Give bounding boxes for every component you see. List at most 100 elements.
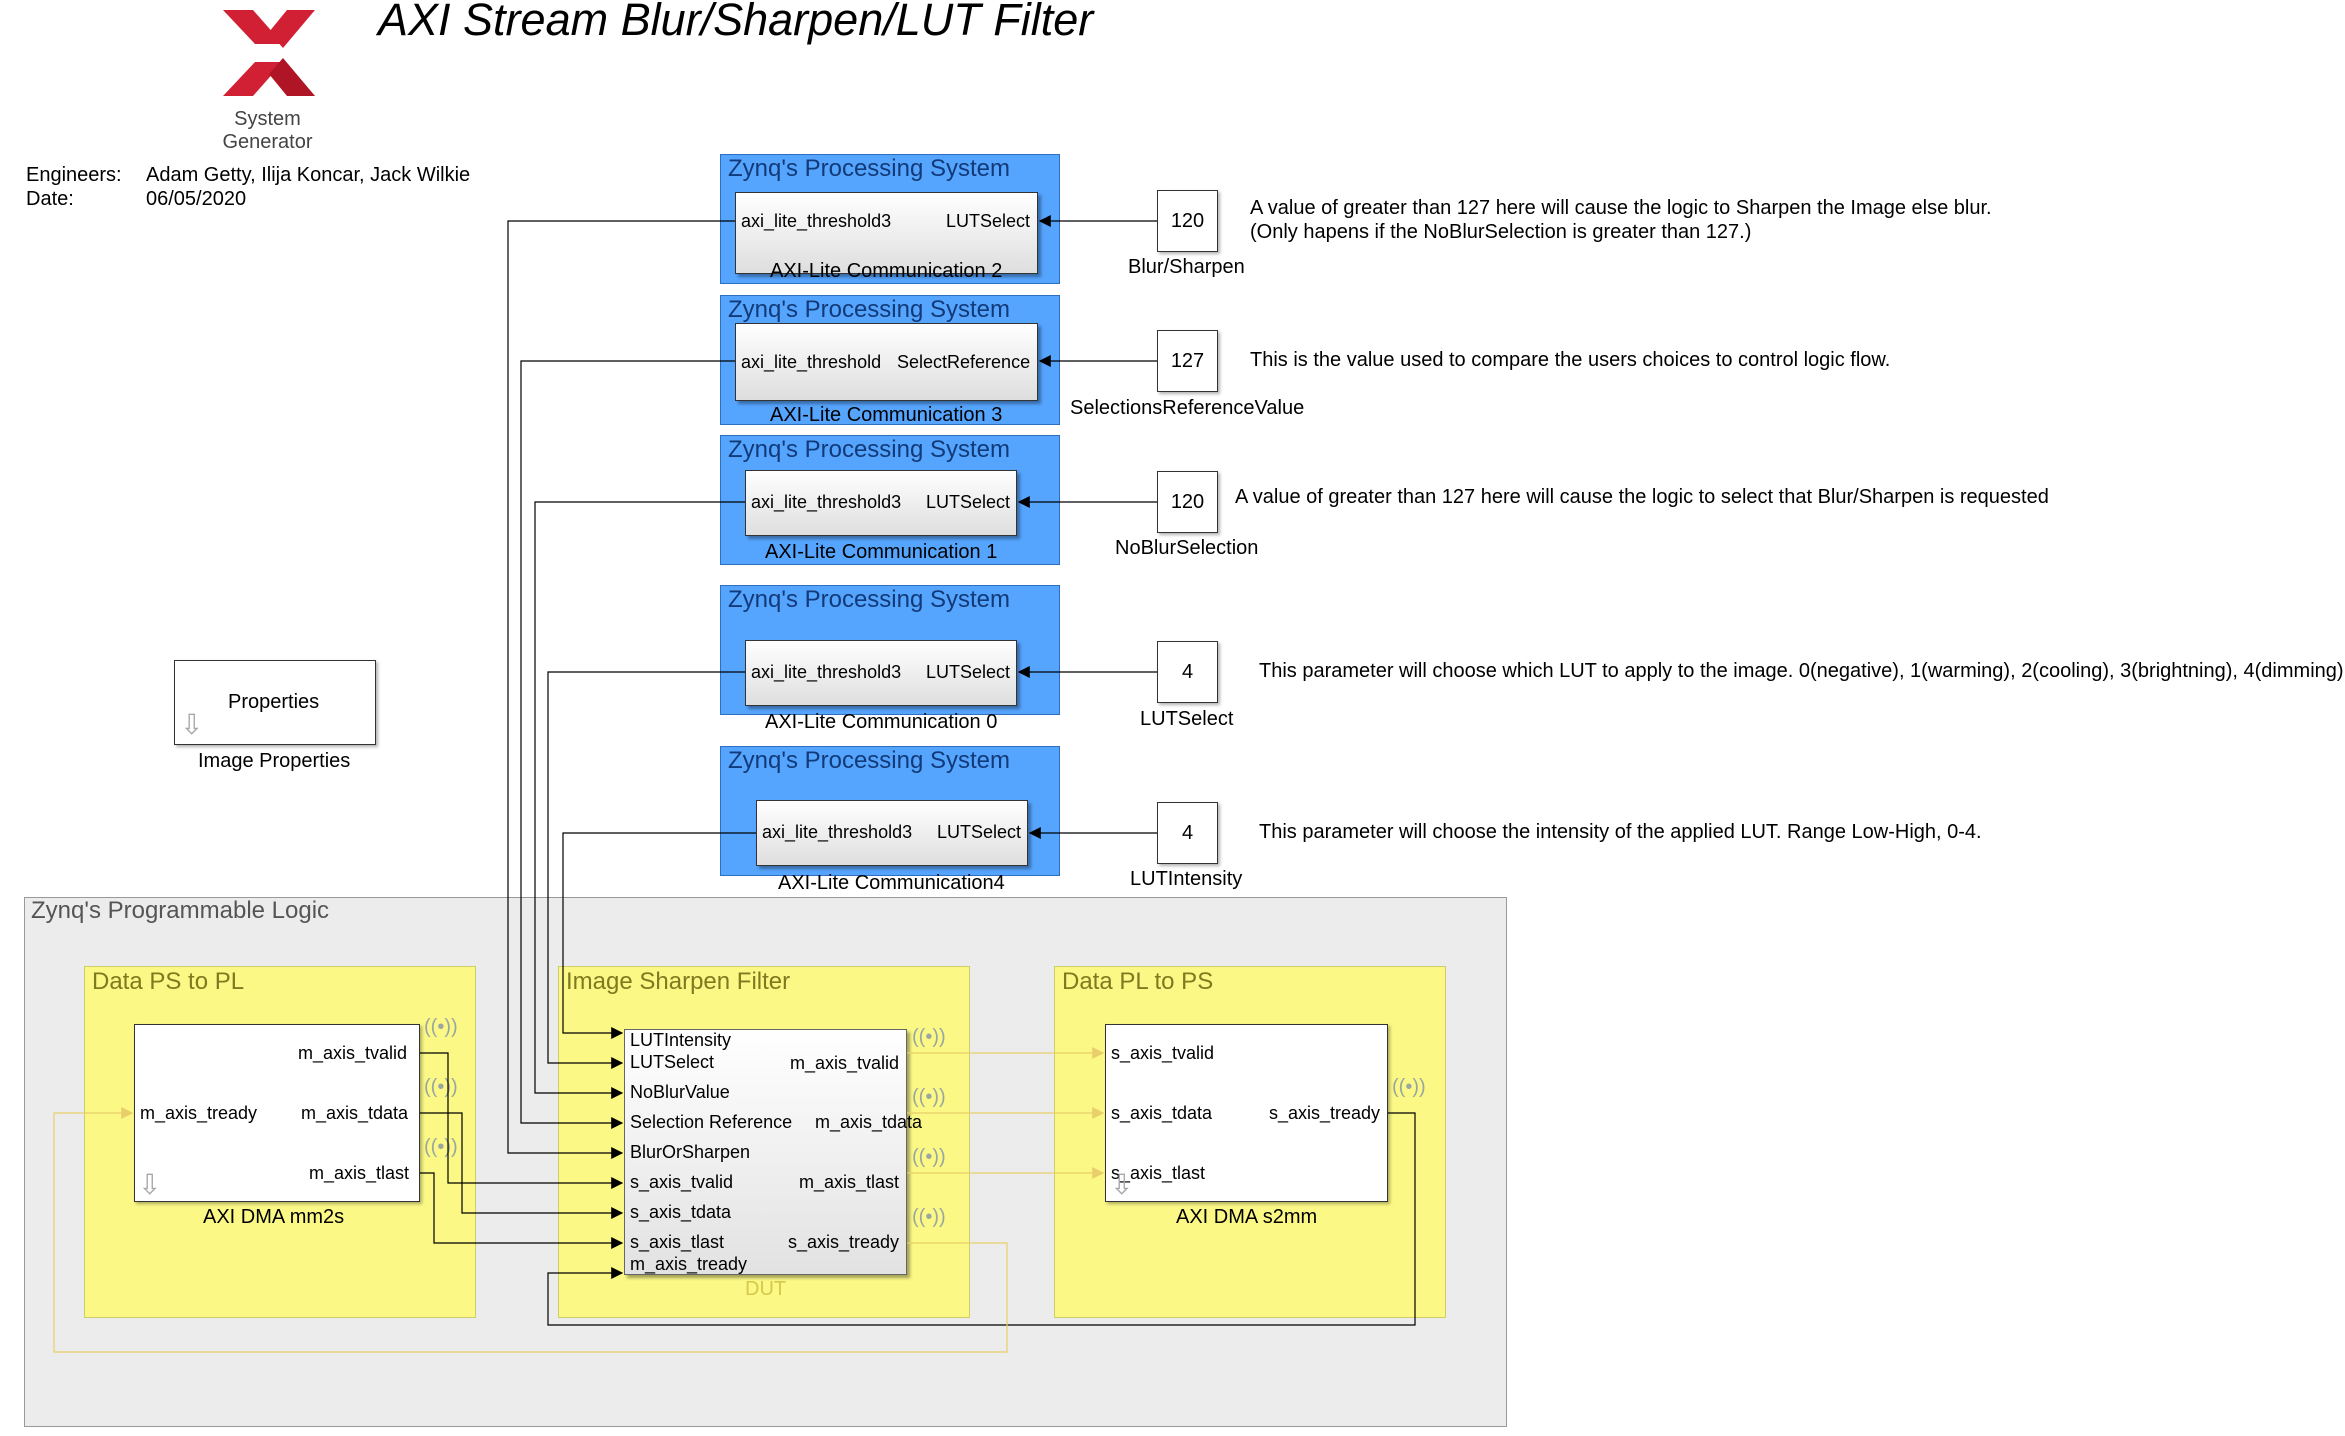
block-caption: AXI-Lite Communication 0 — [765, 711, 998, 733]
annotation-note: This is the value used to compare the us… — [1250, 349, 1891, 371]
ps-subsystem-title: Zynq's Processing System — [728, 586, 1011, 613]
constant-label: LUTIntensity — [1130, 868, 1243, 890]
arrow-down-icon: ⇩ — [180, 709, 204, 740]
dut-block[interactable] — [624, 1029, 907, 1275]
logo-caption-line2: Generator — [222, 131, 313, 153]
axi-lite-comm4-block[interactable] — [756, 800, 1028, 866]
port-label: LUTSelect — [926, 662, 1011, 682]
wire-lut-intensity-dut — [562, 832, 756, 1039]
annotation-note: A value of greater than 127 here will ca… — [1250, 196, 1992, 244]
block-caption: AXI-Lite Communication 2 — [770, 260, 1003, 282]
port-label: m_axis_tready — [140, 1103, 258, 1123]
axi-lite-comm3-block[interactable] — [735, 323, 1038, 401]
properties-label: Properties — [228, 691, 320, 713]
engineers-label: Engineers: — [26, 164, 122, 186]
wire-tlast — [420, 1172, 624, 1249]
port-label: axi_lite_threshold3 — [741, 211, 892, 231]
port-label: m_axis_tdata — [301, 1103, 409, 1123]
port-label: LUTIntensity — [630, 1030, 732, 1050]
annotation-line: A value of greater than 127 here will ca… — [1250, 197, 1992, 219]
port-label: m_axis_tlast — [799, 1172, 900, 1192]
signal-icon: ((•)) — [912, 1146, 946, 1168]
port-label: s_axis_tdata — [630, 1202, 732, 1222]
constant-no-blur-selection[interactable]: 120 — [1157, 471, 1218, 533]
port-label: axi_lite_threshold3 — [751, 492, 902, 512]
ps-subsystem-title: Zynq's Processing System — [728, 155, 1011, 182]
logo-caption: System Generator — [215, 108, 320, 154]
axi-lite-comm0-block[interactable] — [745, 640, 1017, 706]
constant-lut-intensity[interactable]: 4 — [1157, 802, 1218, 864]
port-label: s_axis_tlast — [630, 1232, 725, 1252]
wire-tvalid — [420, 1052, 624, 1189]
date-value: 06/05/2020 — [146, 188, 247, 210]
engineers-value: Adam Getty, Ilija Koncar, Jack Wilkie — [146, 164, 471, 186]
constant-label: LUTSelect — [1140, 708, 1234, 730]
wire-blur-or-sharpen — [507, 220, 735, 1159]
port-label: axi_lite_threshold3 — [751, 662, 902, 682]
port-label: axi_lite_threshold — [741, 352, 882, 372]
dut-caption: DUT — [745, 1278, 787, 1300]
arrow-down-icon: ⇩ — [1110, 1169, 1134, 1200]
constant-blur-sharpen[interactable]: 120 — [1157, 190, 1218, 252]
port-label: s_axis_tlast — [1111, 1163, 1206, 1183]
signal-icon: ((•)) — [912, 1026, 946, 1048]
wire-selection-ref-dut — [520, 360, 735, 1129]
subsystem-title: Data PS to PL — [92, 968, 245, 995]
signal-icon: ((•)) — [424, 1136, 458, 1158]
port-label: Selection Reference — [630, 1112, 793, 1132]
wire-lut-select-dut — [547, 671, 745, 1069]
annotation-note: This parameter will choose the intensity… — [1259, 821, 1982, 843]
port-label: LUTSelect — [926, 492, 1011, 512]
axi-lite-comm2-block[interactable] — [735, 192, 1038, 274]
port-label: s_axis_tdata — [1111, 1103, 1213, 1123]
axi-dma-mm2s-block[interactable] — [134, 1024, 420, 1202]
block-caption: AXI DMA s2mm — [1176, 1206, 1318, 1228]
signal-icon: ((•)) — [424, 1016, 458, 1038]
port-label: m_axis_tlast — [309, 1163, 410, 1183]
annotation-note: This parameter will choose which LUT to … — [1259, 660, 2344, 682]
wire-no-blur-dut — [534, 501, 745, 1099]
port-label: s_axis_tvalid — [1111, 1043, 1215, 1063]
constant-selection-reference[interactable]: 127 — [1157, 330, 1218, 392]
wire-m-tready — [547, 1112, 1416, 1326]
port-label: s_axis_tvalid — [630, 1172, 734, 1192]
port-label: NoBlurValue — [630, 1082, 730, 1102]
arrow-down-icon: ⇩ — [138, 1169, 162, 1200]
port-label: m_axis_tvalid — [790, 1053, 900, 1073]
signal-icon: ((•)) — [1392, 1076, 1426, 1098]
axi-dma-s2mm-block[interactable] — [1105, 1024, 1388, 1202]
subsystem-title: Image Sharpen Filter — [566, 968, 791, 995]
block-caption: AXI-Lite Communication4 — [778, 872, 1005, 894]
port-label: BlurOrSharpen — [630, 1142, 751, 1162]
date-label: Date: — [26, 188, 74, 210]
signal-icon: ((•)) — [912, 1206, 946, 1228]
ps-subsystem-title: Zynq's Processing System — [728, 296, 1011, 323]
subsystem-title: Data PL to PS — [1062, 968, 1214, 995]
port-label: LUTSelect — [630, 1052, 715, 1072]
axi-lite-comm1-block[interactable] — [745, 470, 1017, 536]
constant-lut-select[interactable]: 4 — [1157, 641, 1218, 703]
port-label: s_axis_tready — [1269, 1103, 1381, 1123]
port-label: LUTSelect — [937, 822, 1022, 842]
block-caption: AXI-Lite Communication 1 — [765, 541, 998, 563]
annotation-note: A value of greater than 127 here will ca… — [1235, 486, 2049, 508]
port-label: s_axis_tready — [788, 1232, 900, 1252]
constant-label: Blur/Sharpen — [1128, 256, 1245, 278]
logo-caption-line1: System — [234, 108, 301, 130]
diagram-title: AXI Stream Blur/Sharpen/LUT Filter — [378, 0, 1094, 45]
ps-subsystem-title: Zynq's Processing System — [728, 747, 1011, 774]
system-generator-logo-icon — [223, 10, 315, 96]
ps-subsystem-title: Zynq's Processing System — [728, 436, 1011, 463]
port-label: axi_lite_threshold3 — [762, 822, 913, 842]
signal-icon: ((•)) — [912, 1086, 946, 1108]
block-caption: AXI-Lite Communication 3 — [770, 404, 1003, 426]
pl-area-title: Zynq's Programmable Logic — [31, 897, 330, 924]
port-label: LUTSelect — [946, 211, 1031, 231]
annotation-line: (Only hapens if the NoBlurSelection is g… — [1250, 221, 1752, 243]
wire-s-tready-feedback — [53, 1107, 1008, 1353]
port-label: SelectReference — [897, 352, 1031, 372]
constant-label: NoBlurSelection — [1115, 537, 1259, 559]
image-properties-block[interactable] — [174, 660, 376, 745]
signal-icon: ((•)) — [424, 1076, 458, 1098]
